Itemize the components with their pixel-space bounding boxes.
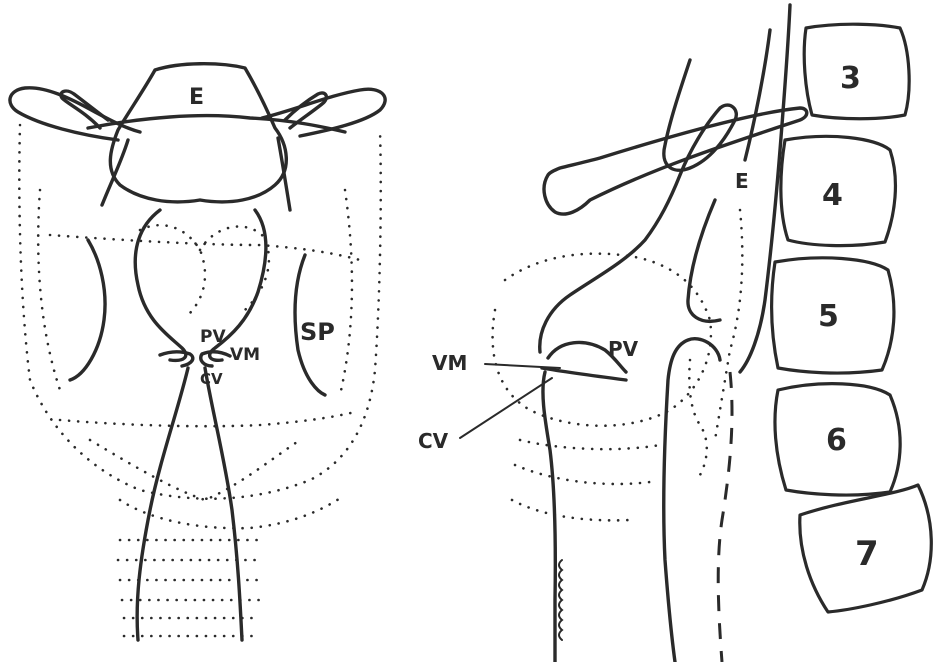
label-side-pv: PV (608, 337, 639, 361)
labels-side: E PV VM CV (418, 169, 749, 453)
thyroid-inner-right (340, 190, 352, 395)
thyroid-inner-left (38, 190, 60, 390)
epiglottis-side (540, 60, 737, 352)
cricoid-side-dots (512, 440, 660, 520)
piriform-left (70, 240, 105, 380)
label-front-pv: PV (200, 327, 226, 347)
hyoid-side (544, 108, 807, 214)
thyroid-side-outer (715, 210, 742, 440)
label-front-e: E (189, 85, 204, 110)
label-side-cv: CV (418, 429, 449, 453)
label-vertebra-6: 6 (826, 423, 847, 458)
label-side-e: E (735, 169, 749, 193)
vm-leader (485, 364, 560, 368)
epiglottis-tip (688, 200, 720, 321)
trachea-left (137, 368, 188, 640)
larynx-front-wall (543, 372, 555, 662)
esophagus-dashed (718, 372, 732, 662)
label-vertebra-7: 7 (855, 534, 879, 574)
trachea-wavy (559, 560, 562, 640)
label-front-vm: VM (230, 345, 260, 365)
cv-leader (460, 378, 552, 438)
arytenoid-side (664, 339, 720, 662)
label-vertebra-5: 5 (818, 299, 839, 334)
trachea-right (205, 368, 242, 640)
thyroid-side-dots (493, 254, 711, 426)
ventricle-lobe-right (200, 227, 269, 310)
label-side-vm: VM (432, 351, 467, 375)
lower-dots-1 (60, 412, 355, 426)
label-vertebra-4: 4 (822, 178, 843, 213)
thyroid-line-left (102, 140, 128, 205)
front-view (10, 64, 385, 640)
label-vertebra-3: 3 (840, 61, 861, 96)
thyroid-outline (19, 125, 380, 499)
vocal-cord-side (542, 368, 626, 380)
label-front-cv: CV (200, 370, 223, 388)
ventricle-lobe-left (140, 225, 205, 318)
vestibule-left (135, 210, 186, 360)
spine-line-2 (745, 30, 770, 160)
label-front-sp: SP (300, 318, 335, 346)
arytenoid-dots (689, 360, 706, 475)
lower-dots-2 (90, 440, 300, 500)
